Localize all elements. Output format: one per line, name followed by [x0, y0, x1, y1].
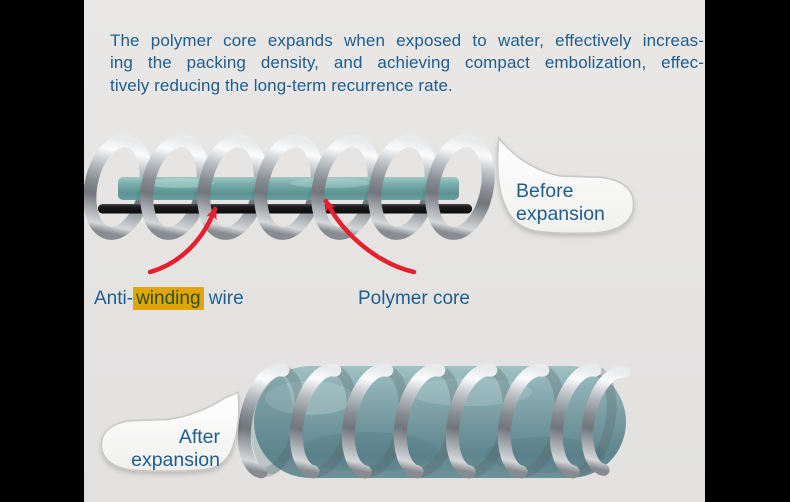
description-line-3: tively reducing the long-term recurrence…	[110, 75, 453, 95]
description-line-1: The polymer core expands when exposed to…	[110, 31, 704, 50]
before-callout-line-1: Before	[516, 180, 574, 202]
description-paragraph: The polymer core expands when exposed to…	[110, 30, 704, 97]
before-expansion-callout-text: Before expansion	[516, 180, 605, 225]
letterbox-left-bar	[0, 0, 84, 502]
before-callout-line-2: expansion	[516, 202, 605, 225]
anti-winding-label-suffix: wire	[203, 288, 244, 309]
polymer-core-label: Polymer core	[358, 288, 470, 309]
after-callout-line-2: expansion	[131, 448, 220, 471]
description-line-2: ing the packing density, and achieving c…	[110, 53, 704, 73]
anti-winding-label-prefix: Anti-	[94, 288, 134, 309]
anti-winding-wire-label: Anti-winding wire	[94, 287, 244, 310]
letterbox-right-bar	[705, 0, 790, 502]
after-expansion-callout-text: After expansion	[96, 426, 220, 471]
anti-winding-label-highlight: winding	[133, 287, 204, 310]
after-callout-line-1: After	[178, 426, 220, 448]
